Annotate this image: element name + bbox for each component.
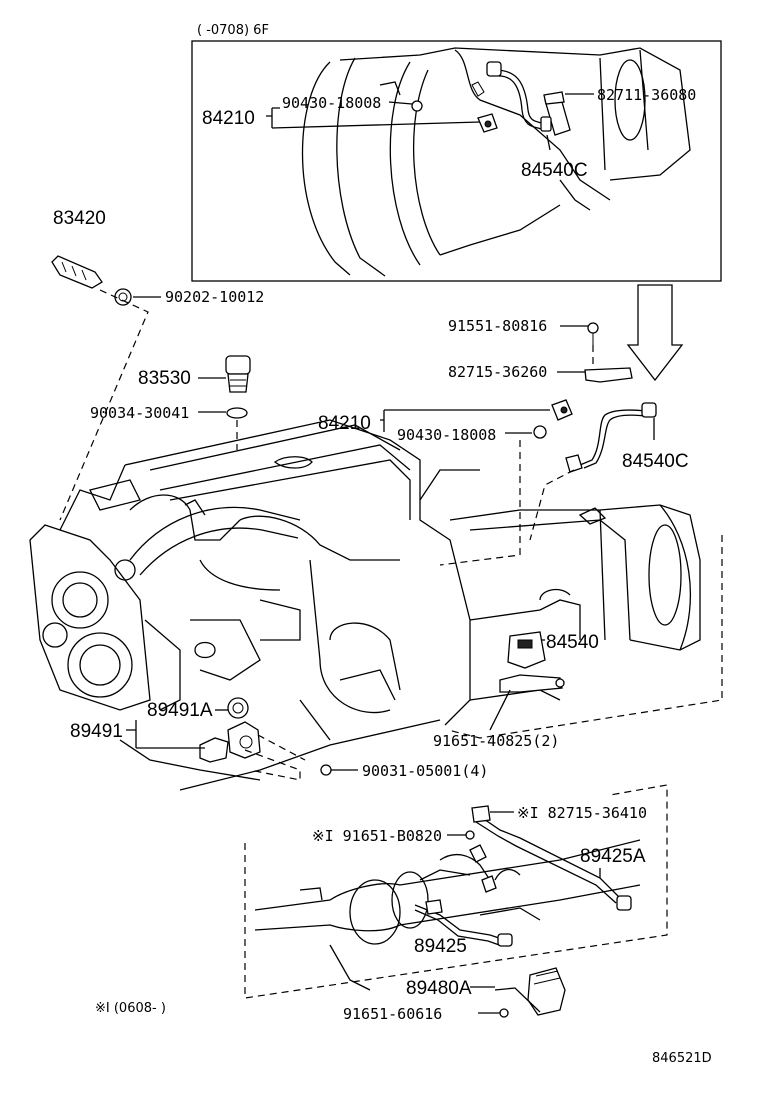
label-84540: 84540 xyxy=(546,632,599,653)
frame-dashed-right xyxy=(447,535,723,739)
label-89425a: 89425A xyxy=(580,846,646,867)
label-89480a: 89480A xyxy=(406,978,472,999)
inset-header: ( -0708) 6F xyxy=(197,23,269,38)
inset-transmission-drawing xyxy=(301,47,691,277)
label-82715-36260: 82715-36260 xyxy=(448,363,547,381)
label-89425: 89425 xyxy=(414,936,467,957)
label-90202-10012: 90202-10012 xyxy=(165,288,264,306)
sensor-group-mid: 91551-80816 82715-36260 84210 90430-1800… xyxy=(318,317,689,566)
label-89491: 89491 xyxy=(70,721,123,742)
exhaust-detail: ※I 82715-36410 ※I 91651-B0820 89425A 894… xyxy=(244,784,668,1023)
label-91651-b0820: ※I 91651-B0820 xyxy=(312,827,442,845)
sensor-84540: 84540 91651-40825(2) xyxy=(433,631,599,750)
sensor-89491: 89491A 89491 90031-05001(4) xyxy=(70,697,488,781)
inset-panel: ( -0708) 6F xyxy=(191,23,722,282)
sensor-83420: 83420 90202-10012 xyxy=(51,208,264,521)
label-90430-18008-top: 90430-18008 xyxy=(282,94,381,112)
label-84540c-top: 84540C xyxy=(521,160,588,181)
label-82711-36080: 82711-36080 xyxy=(597,86,696,104)
label-91551-80816: 91551-80816 xyxy=(448,317,547,335)
label-90031-05001: 90031-05001(4) xyxy=(362,762,488,780)
label-84540c-mid: 84540C xyxy=(622,451,689,472)
down-arrow xyxy=(626,284,684,382)
label-84210-top: 84210 xyxy=(202,108,255,129)
sensor-83530: 83530 90034-30041 xyxy=(90,355,251,450)
label-91651-40825: 91651-40825(2) xyxy=(433,732,559,750)
label-90034-30041: 90034-30041 xyxy=(90,404,189,422)
footnote-applicability: ※I (0608- ) xyxy=(95,1001,166,1016)
label-90430-18008-mid: 90430-18008 xyxy=(397,426,496,444)
label-84210-mid: 84210 xyxy=(318,413,371,434)
figure-code: 846521D xyxy=(652,1051,712,1066)
label-83420: 83420 xyxy=(53,208,106,229)
label-82715-36410: ※I 82715-36410 xyxy=(517,804,647,822)
inset-sensor-harness xyxy=(411,61,565,133)
label-83530: 83530 xyxy=(138,368,191,389)
label-91651-60616: 91651-60616 xyxy=(343,1005,442,1023)
label-89491a: 89491A xyxy=(147,700,213,721)
engine-transmission-drawing xyxy=(29,419,701,791)
